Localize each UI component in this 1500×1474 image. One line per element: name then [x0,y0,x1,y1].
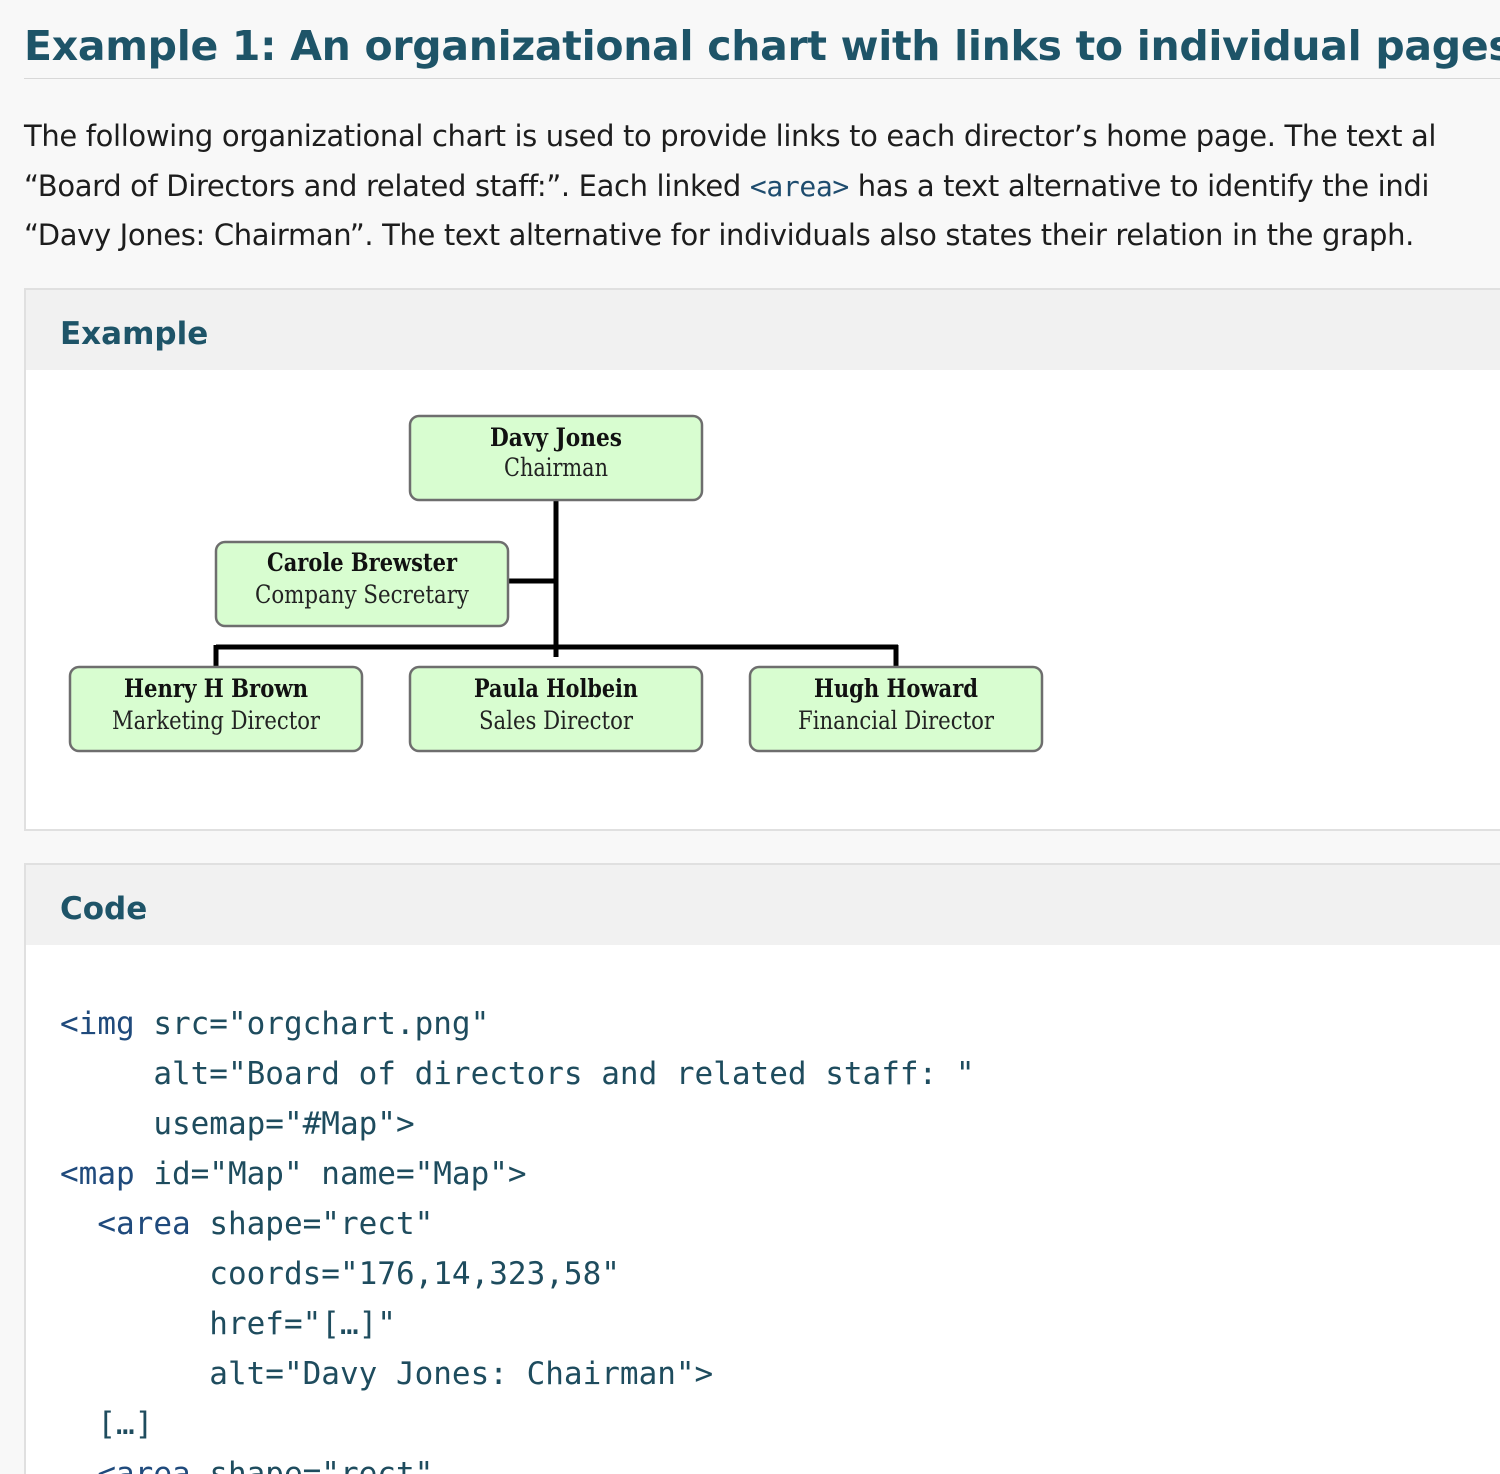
code-line: usemap="#Map"> [60,1099,975,1149]
org-node-hugh-howard[interactable]: Hugh Howard Financial Director [748,665,1044,753]
area-code-inline: <area> [749,169,849,203]
code-line: <map id="Map" name="Map"> [60,1149,975,1199]
code-block: <img src="orgchart.png" alt="Board of di… [60,999,975,1474]
intro-line-1: The following organizational chart is us… [24,119,1437,153]
org-node-paula-holbein[interactable]: Paula Holbein Sales Director [408,665,704,753]
code-line: alt="Davy Jones: Chairman"> [60,1349,975,1399]
example-panel-heading: Example [26,290,1500,370]
code-tag: <img [60,1006,135,1042]
code-line: <img src="orgchart.png" [60,999,975,1049]
intro-line-2-end: has a text alternative to identify the i… [848,168,1430,203]
code-text: […] [60,1406,154,1442]
intro-line-2: “Board of Directors and related staff:”.… [24,162,1500,212]
code-tag: <map [60,1156,135,1192]
code-text: src="orgchart.png" [134,1006,490,1042]
example-panel: Example Davy Jones Chairman Carole Brews… [24,288,1500,831]
org-chart: Davy Jones Chairman Carole Brewster Comp… [68,414,1044,753]
node-name: Carole Brewster [267,548,458,577]
code-text: shape="rect" [190,1206,434,1242]
org-node-carole-brewster[interactable]: Carole Brewster Company Secretary [214,540,510,628]
node-name: Davy Jones [490,423,622,452]
code-line: <area shape="rect" [60,1199,975,1249]
code-line: coords="176,14,323,58" [60,1249,975,1299]
code-tag: <area [60,1206,191,1242]
intro-line-3: “Davy Jones: Chairman”. The text alterna… [24,218,1414,252]
node-role: Marketing Director [112,706,320,735]
intro-paragraph: The following organizational chart is us… [24,112,1500,261]
org-connectors [213,497,899,667]
node-role: Sales Director [479,706,633,735]
code-text: usemap="#Map"> [60,1106,415,1142]
code-panel-heading: Code [26,865,1500,945]
node-name: Henry H Brown [124,674,308,703]
code-text: shape="rect" [190,1456,434,1474]
code-line: alt="Board of directors and related staf… [60,1049,975,1099]
node-role: Company Secretary [255,580,470,609]
node-name: Paula Holbein [474,674,638,703]
code-line: href="[…]" [60,1299,975,1349]
org-node-davy-jones[interactable]: Davy Jones Chairman [408,414,704,502]
intro-line-2-start: “Board of Directors and related staff:”.… [24,168,750,203]
code-panel: Code <img src="orgchart.png" alt="Board … [24,863,1500,1474]
node-name: Hugh Howard [814,674,978,703]
page-title: Example 1: An organizational chart with … [24,14,1500,79]
code-text: href="[…]" [60,1306,396,1342]
code-text: coords="176,14,323,58" [60,1256,620,1292]
node-role: Chairman [504,453,608,482]
code-text: id="Map" name="Map"> [134,1156,527,1192]
org-node-henry-h-brown[interactable]: Henry H Brown Marketing Director [68,665,364,753]
code-text: alt="Davy Jones: Chairman"> [60,1356,714,1392]
code-line: […] [60,1399,975,1449]
code-tag: <area [60,1456,191,1474]
node-role: Financial Director [798,706,994,735]
code-line: <area shape="rect" [60,1449,975,1474]
code-text: alt="Board of directors and related staf… [60,1056,975,1092]
